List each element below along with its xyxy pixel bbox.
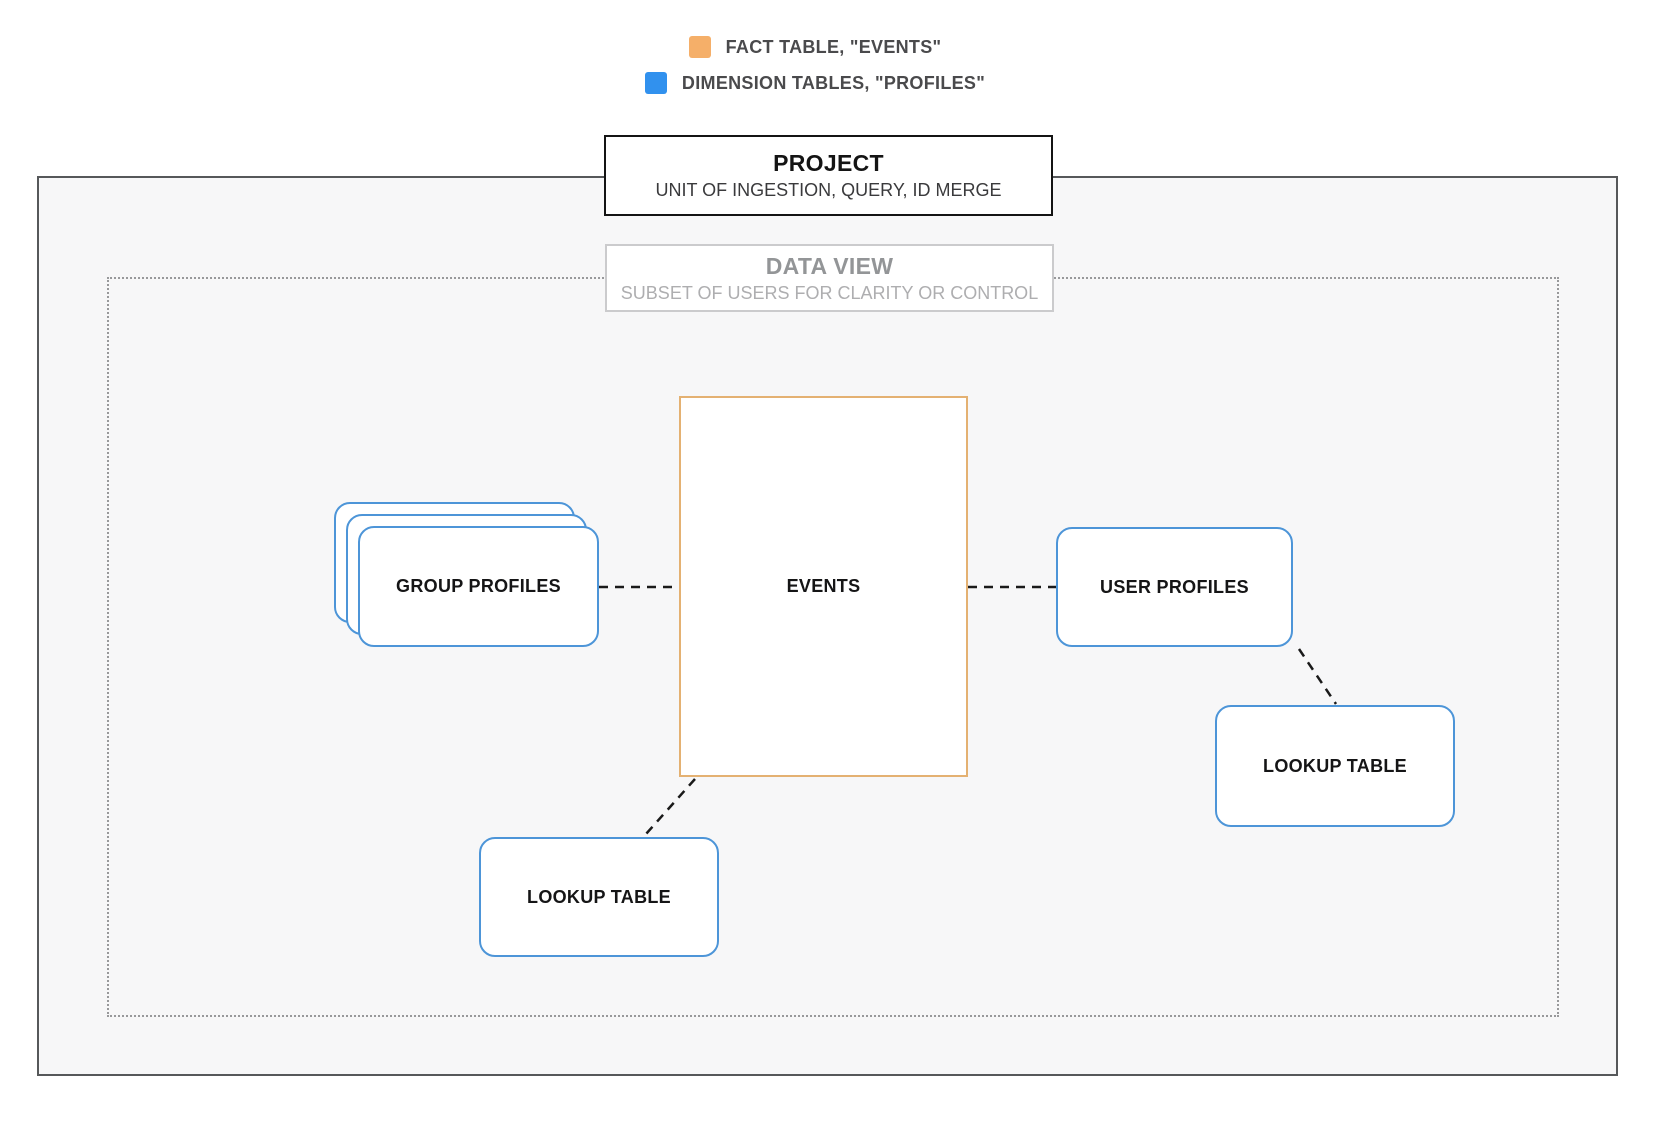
lookup-table-bottom-node: LOOKUP TABLE	[479, 837, 719, 957]
project-title-box: PROJECT UNIT OF INGESTION, QUERY, ID MER…	[604, 135, 1053, 216]
user-profiles-label: USER PROFILES	[1100, 576, 1249, 597]
group-profiles-label: GROUP PROFILES	[396, 576, 561, 596]
project-title: PROJECT	[773, 150, 884, 176]
data-view-title-box: DATA VIEW SUBSET OF USERS FOR CLARITY OR…	[605, 244, 1054, 312]
legend: FACT TABLE, "EVENTS" DIMENSION TABLES, "…	[0, 36, 1630, 94]
events-label: EVENTS	[786, 576, 861, 596]
legend-item-fact-table: FACT TABLE, "EVENTS"	[688, 36, 942, 58]
data-view-title: DATA VIEW	[765, 252, 894, 279]
lookup-table-right-node: LOOKUP TABLE	[1215, 705, 1455, 827]
dimension-tables-color-swatch-icon	[644, 72, 667, 94]
lookup-table-right-label: LOOKUP TABLE	[1263, 755, 1407, 776]
group-profiles-node: GROUP PROFILES	[358, 526, 599, 647]
lookup-table-bottom-label: LOOKUP TABLE	[527, 886, 671, 907]
fact-table-color-swatch-icon	[688, 36, 711, 58]
user-profiles-node: USER PROFILES	[1056, 527, 1293, 647]
events-node: EVENTS	[679, 396, 968, 777]
project-subtitle: UNIT OF INGESTION, QUERY, ID MERGE	[655, 180, 1002, 200]
legend-label-dimension-tables: DIMENSION TABLES, "PROFILES"	[681, 72, 986, 93]
data-view-subtitle: SUBSET OF USERS FOR CLARITY OR CONTROL	[620, 282, 1039, 303]
legend-item-dimension-tables: DIMENSION TABLES, "PROFILES"	[644, 72, 986, 94]
legend-label-fact-table: FACT TABLE, "EVENTS"	[725, 36, 942, 57]
